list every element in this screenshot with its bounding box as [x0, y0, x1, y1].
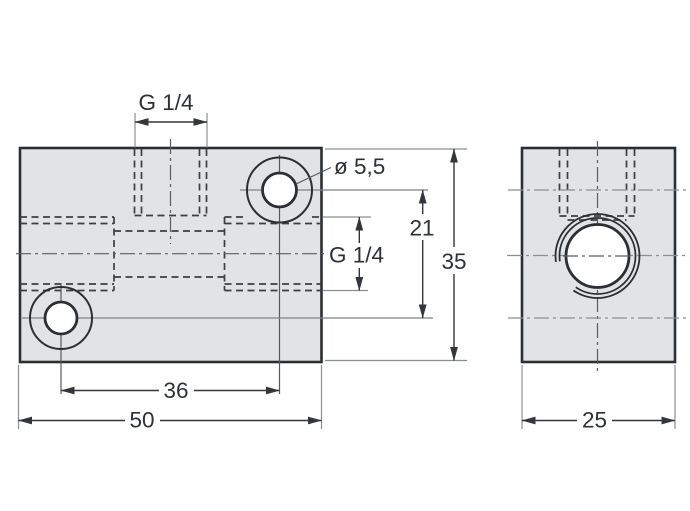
front-top-port-hidden-lines [133, 149, 208, 217]
side-port-thread-circles [553, 213, 641, 299]
block-depth-label: 25 [582, 408, 607, 433]
thread-arc-gap [553, 260, 578, 293]
lower-hole-bore-circle [43, 300, 79, 336]
lower-hole-counterbore-circle [29, 286, 93, 350]
upper-mounting-hole [246, 156, 313, 224]
side-view [507, 141, 688, 373]
lower-mounting-hole [29, 286, 93, 350]
dimension-21: 21 [406, 189, 439, 319]
hole-diameter-label: ø 5,5 [334, 154, 385, 179]
dimension-35: 35 [325, 148, 471, 362]
block-width-label: 50 [129, 408, 154, 433]
upper-hole-bore-circle [261, 171, 298, 209]
thread-chamfer-circle [558, 217, 637, 295]
top-port-thread-label: G 1/4 [138, 90, 193, 115]
hole-spacing-label: 36 [163, 378, 188, 403]
upper-hole-counterbore-circle [246, 156, 313, 224]
front-view [16, 139, 433, 394]
leader-line [295, 166, 332, 185]
dimension-hole-diameter: ø 5,5 [295, 154, 385, 185]
dimension-side-port: G 1/4 [323, 216, 386, 292]
port-center-distance-label: 21 [409, 216, 434, 241]
dimension-50: 50 [17, 365, 323, 433]
block-height-label: 35 [441, 249, 466, 274]
dimension-top-port: G 1/4 [134, 90, 208, 148]
side-port-thread-label: G 1/4 [329, 243, 384, 268]
thread-outer-circle [554, 213, 641, 299]
dimension-36: 36 [60, 378, 280, 403]
dimension-25: 25 [521, 365, 676, 433]
